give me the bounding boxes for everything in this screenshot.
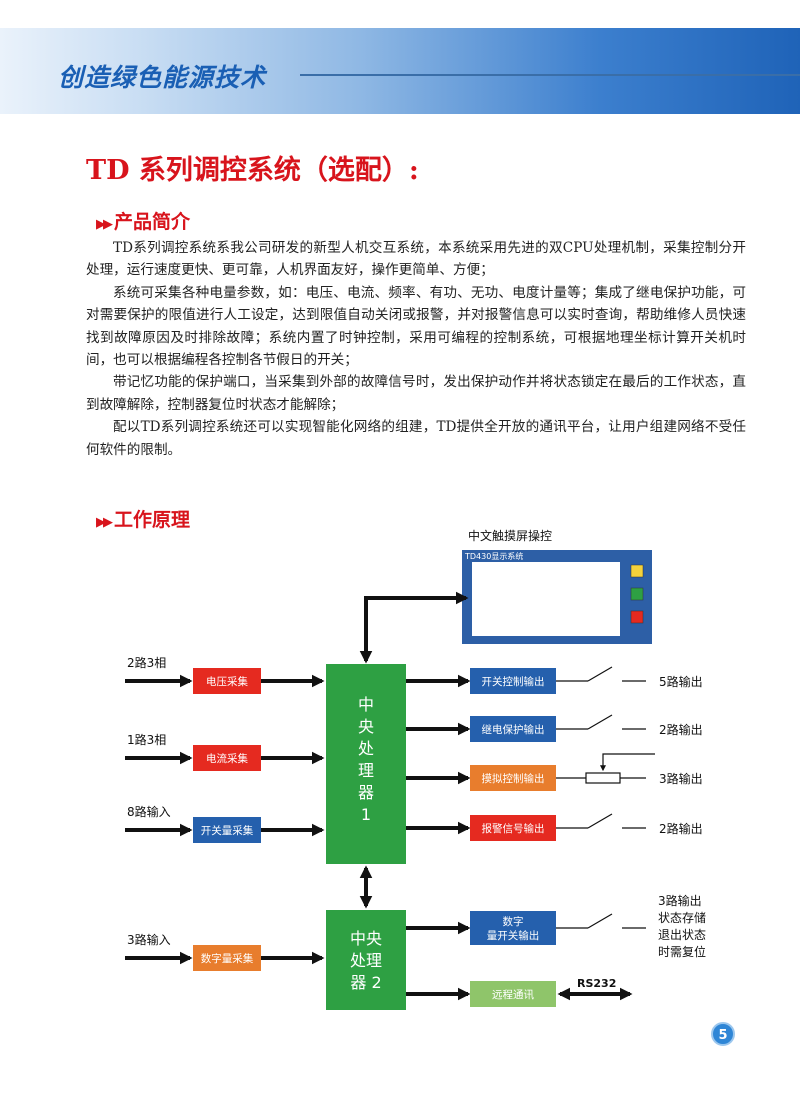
input-box-label: 开关量采集 bbox=[201, 824, 254, 837]
screen-label: TD430显示系统 bbox=[464, 551, 523, 561]
page-number: 5 bbox=[718, 1028, 727, 1043]
output-box-label: 报警信号输出 bbox=[482, 822, 545, 835]
section-heading-principle-text: 工作原理 bbox=[114, 509, 191, 531]
cpu1-char: 央 bbox=[358, 717, 374, 736]
double-arrow-icon: ▶▶ bbox=[96, 217, 113, 232]
section-heading-principle: ▶▶工作原理 bbox=[96, 505, 190, 532]
paragraph: 系统可采集各种电量参数，如：电压、电流、频率、有功、无功、电度计量等；集成了继电… bbox=[86, 284, 746, 369]
output-label: 2路输出 bbox=[659, 722, 703, 737]
output-box-switch-control bbox=[470, 668, 556, 694]
switch-symbol bbox=[587, 813, 613, 829]
output-box-label: 数字 bbox=[503, 915, 524, 928]
screen-button-yellow bbox=[630, 564, 644, 578]
intro-text: TD系列调控系统系我公司研发的新型人机交互系统，本系统采用先进的双CPU处理机制… bbox=[86, 237, 746, 461]
paragraph: 带记忆功能的保护端口，当采集到外部的故障信号时，发出保护动作并将状态锁定在最后的… bbox=[86, 374, 746, 413]
paragraph: 配以TD系列调控系统还可以实现智能化网络的组建，TD提供全开放的通讯平台，让用户… bbox=[86, 419, 746, 458]
screen-button-red bbox=[630, 610, 644, 624]
input-box-current bbox=[193, 745, 261, 771]
output-box-analog bbox=[470, 765, 556, 791]
output-box-label: 摸拟控制输出 bbox=[482, 772, 545, 785]
cpu1-char: 1 bbox=[361, 805, 371, 824]
touch-screen-display bbox=[472, 562, 620, 636]
digital-note: 时需复位 bbox=[658, 944, 706, 959]
output-box-relay bbox=[470, 716, 556, 742]
output-box-label: 量开关输出 bbox=[487, 929, 540, 942]
input-label: 1路3相 bbox=[127, 732, 166, 747]
digital-note: 3路输出 bbox=[658, 893, 702, 908]
switch-symbol bbox=[587, 666, 613, 682]
output-box-label: 开关控制输出 bbox=[482, 675, 545, 688]
switch-symbol bbox=[587, 913, 613, 929]
double-arrow-icon: ▶▶ bbox=[96, 515, 113, 530]
output-box-alarm bbox=[470, 815, 556, 841]
output-label: 2路输出 bbox=[659, 821, 703, 836]
cpu2-line: 器 2 bbox=[350, 973, 381, 992]
section-heading-intro: ▶▶产品简介 bbox=[96, 207, 190, 234]
page-title: TD 系列调控系统（选配）: bbox=[86, 155, 419, 186]
cpu1-char: 中 bbox=[358, 695, 374, 714]
paragraph: TD系列调控系统系我公司研发的新型人机交互系统，本系统采用先进的双CPU处理机制… bbox=[86, 240, 746, 279]
input-box-label: 数字量采集 bbox=[201, 952, 254, 965]
input-box-voltage bbox=[193, 668, 261, 694]
input-label: 3路输入 bbox=[127, 932, 171, 947]
header-title: 创造绿色能源技术 bbox=[58, 63, 267, 92]
output-label: 3路输出 bbox=[659, 771, 703, 786]
cpu1-screen-link bbox=[359, 591, 469, 664]
digital-note: 状态存储 bbox=[658, 910, 706, 925]
switch-symbol bbox=[587, 714, 613, 730]
cpu2-line: 中央 bbox=[350, 929, 382, 948]
section-heading-intro-text: 产品简介 bbox=[114, 211, 191, 233]
output-label: 5路输出 bbox=[659, 674, 703, 689]
output-box-remote bbox=[470, 981, 556, 1007]
output-box-digital-switch bbox=[470, 911, 556, 945]
cpu2-box bbox=[326, 910, 406, 1010]
cpu1-char: 处 bbox=[358, 739, 374, 758]
rs232-label: RS232 bbox=[577, 977, 616, 990]
potentiometer-symbol bbox=[585, 772, 621, 784]
input-box-switch bbox=[193, 817, 261, 843]
cpu2-line: 处理 bbox=[350, 951, 382, 970]
cpu1-char: 器 bbox=[358, 783, 374, 802]
cpu1-box bbox=[326, 664, 406, 864]
output-box-label: 远程通讯 bbox=[492, 988, 534, 1001]
header-banner bbox=[0, 28, 800, 114]
cpu1-char: 理 bbox=[358, 761, 374, 780]
input-label: 8路输入 bbox=[127, 804, 171, 819]
output-box-label: 继电保护输出 bbox=[482, 723, 545, 736]
input-label: 2路3相 bbox=[127, 655, 166, 670]
input-box-digital bbox=[193, 945, 261, 971]
digital-note: 退出状态 bbox=[658, 928, 706, 942]
header-rule bbox=[300, 74, 800, 76]
screen-title: 中文触摸屏操控 bbox=[468, 528, 552, 543]
potentiometer-wiper bbox=[600, 753, 655, 772]
input-box-label: 电流采集 bbox=[206, 752, 248, 765]
input-box-label: 电压采集 bbox=[206, 675, 248, 688]
page-number-badge bbox=[711, 1022, 735, 1046]
screen-button-green bbox=[630, 587, 644, 601]
